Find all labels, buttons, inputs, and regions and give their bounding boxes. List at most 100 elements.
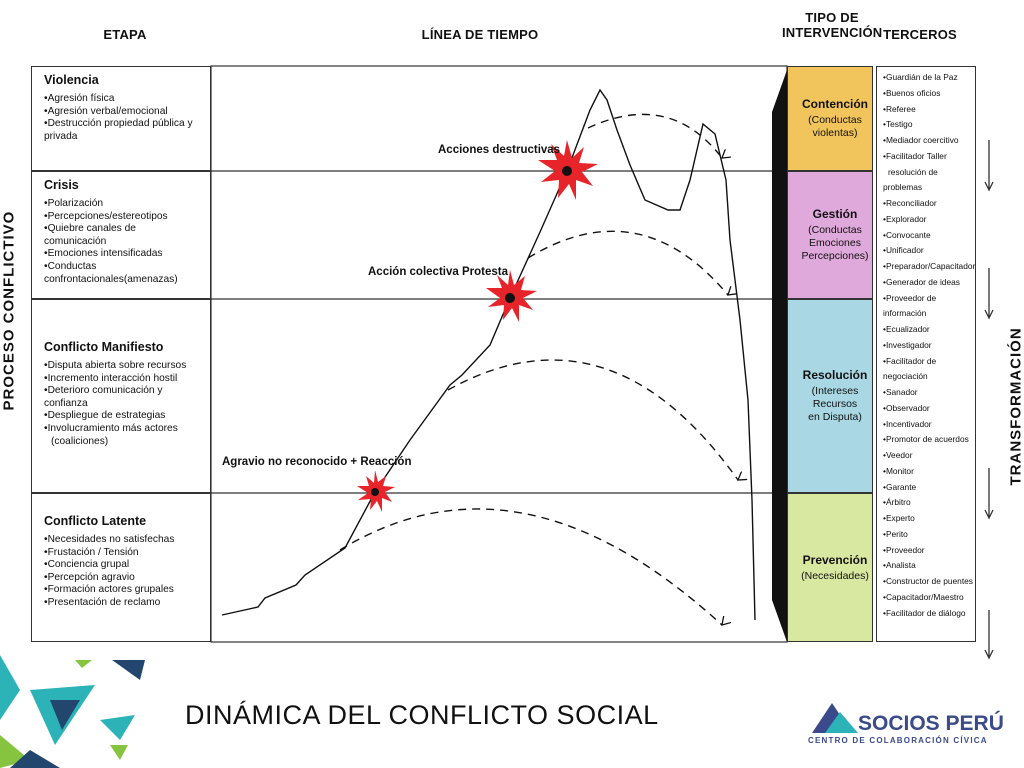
- stage-title: Conflicto Manifiesto: [44, 340, 164, 354]
- stage-item: Formación actores grupales: [44, 584, 200, 597]
- intervention-title: Prevención: [802, 552, 868, 567]
- stage-item: Quiebre canales de comunicación: [44, 223, 200, 248]
- stage-item: Percepciones/estereotipos: [44, 211, 200, 224]
- tercero-item: Convocante: [883, 228, 975, 244]
- tercero-item: Perito: [883, 527, 975, 543]
- tercero-item: Constructor de puentes: [883, 574, 975, 590]
- stage-item: Despliegue de estrategias: [44, 410, 200, 423]
- dashed-trajectory: [527, 230, 728, 295]
- intervention-desc: Recursos: [812, 398, 858, 410]
- logo-triangle: [10, 750, 60, 768]
- tercero-item: Proveedor: [883, 543, 975, 559]
- intervention-wedge: [772, 70, 787, 642]
- down-arrow-icon: [984, 268, 994, 320]
- header-tipo-line1: TIPO DE: [805, 10, 859, 25]
- stage-violencia: Violencia Agresión física Agresión verba…: [31, 66, 211, 171]
- logo-triangle: [0, 735, 30, 768]
- dashed-trajectory: [447, 359, 738, 480]
- intervention-desc: (Conductas: [808, 114, 862, 126]
- stage-conflicto-latente: Conflicto Latente Necesidades no satisfe…: [31, 493, 211, 642]
- tercero-item: Ecualizador: [883, 322, 975, 338]
- stage-title: Crisis: [44, 178, 79, 192]
- tercero-item: Facilitador de diálogo: [883, 606, 975, 622]
- stage-item: Destrucción propiedad pública y privada: [44, 118, 200, 143]
- logo-triangle: [50, 700, 80, 730]
- dashed-trajectory: [587, 113, 722, 158]
- intervention-desc: Emociones: [809, 237, 861, 249]
- intervention-desc: (Necesidades): [801, 569, 869, 582]
- tercero-item: Experto: [883, 511, 975, 527]
- header-tipo-intervencion: TIPO DE INTERVENCIÓN: [782, 10, 882, 40]
- stage-item: Necesidades no satisfechas: [44, 534, 200, 547]
- event-acciones-destructivas: Acciones destructivas: [438, 144, 561, 156]
- tercero-item: Investigador: [883, 338, 975, 354]
- tercero-item: Preparador/Capacitador: [883, 259, 975, 275]
- tercero-item: Generador de ideas: [883, 275, 975, 291]
- tercero-item: Garante: [883, 480, 975, 496]
- terceros-list: Guardián de la PazBuenos oficiosRefereeT…: [876, 66, 976, 642]
- tercero-item: Testigo: [883, 117, 975, 133]
- tercero-item: Capacitador/Maestro: [883, 590, 975, 606]
- tercero-item: Facilitador Taller: [883, 149, 975, 165]
- stage-item: Presentación de reclamo: [44, 597, 200, 610]
- tercero-item: Guardián de la Paz: [883, 70, 975, 86]
- stage-item: Emociones intensificadas: [44, 248, 200, 261]
- stage-item: (coaliciones): [51, 435, 109, 447]
- header-linea-de-tiempo: LÍNEA DE TIEMPO: [421, 27, 539, 42]
- stage-item: Frustación / Tensión: [44, 547, 200, 560]
- tercero-item: Unificador: [883, 243, 975, 259]
- axis-proceso-conflictivo: PROCESO CONFLICTIVO: [0, 210, 18, 411]
- intervention-prevencion: Prevención (Necesidades): [787, 493, 873, 642]
- intervention-title: Contención: [802, 97, 868, 111]
- tercero-item: Sanador: [883, 385, 975, 401]
- intervention-title: Gestión: [812, 207, 858, 221]
- intervention-contencion: Contención (Conductas violentas): [787, 66, 873, 171]
- tercero-item: Reconciliador: [883, 196, 975, 212]
- tercero-item: Observador: [883, 401, 975, 417]
- tercero-item: Proveedor de información: [883, 291, 975, 323]
- stage-item: Deterioro comunicación y confianza: [44, 385, 200, 410]
- intervention-desc: (Intereses: [811, 385, 859, 397]
- intervention-title: Resolución: [802, 368, 868, 382]
- stage-item: Polarización: [44, 198, 200, 211]
- intervention-resolucion: Resolución (Intereses Recursos en Disput…: [787, 299, 873, 493]
- tercero-item: resolución de problemas: [883, 166, 938, 193]
- logo-triangle: [30, 685, 95, 745]
- event-agravio: Agravio no reconocido + Reacción: [222, 456, 412, 468]
- down-arrow-icon: [984, 468, 994, 520]
- logo-triangle: [75, 660, 92, 668]
- logo-triangle: [0, 655, 20, 720]
- tercero-item: Referee: [883, 102, 975, 118]
- tercero-item: Promotor de acuerdos: [883, 432, 975, 448]
- tercero-item: Analista: [883, 558, 975, 574]
- header-terceros: TERCEROS: [883, 27, 957, 42]
- logo-subtitle: CENTRO DE COLABORACIÓN CÍVICA: [808, 736, 988, 745]
- logo-triangle: [112, 660, 145, 680]
- stage-item: Agresión física: [44, 93, 200, 106]
- stage-item: Conductas confrontacionales(amenazas): [44, 261, 200, 286]
- conflict-curve: [221, 88, 756, 621]
- intervention-gestion: Gestión (Conductas Emociones Percepcione…: [787, 171, 873, 299]
- intervention-desc: (Conductas: [808, 224, 862, 236]
- stage-item: Percepción agravio: [44, 572, 200, 585]
- tercero-item: Veedor: [883, 448, 975, 464]
- tercero-item: Buenos oficios: [883, 86, 975, 102]
- intervention-desc: en Disputa): [808, 411, 862, 423]
- stage-conflicto-manifiesto: Conflicto Manifiesto Disputa abierta sob…: [31, 299, 211, 493]
- event-accion-colectiva: Acción colectiva Protesta: [368, 266, 508, 278]
- logo-mountain-icon: [812, 703, 852, 733]
- axis-transformacion: TRANSFORMACIÓN: [1007, 327, 1024, 486]
- tercero-item: Monitor: [883, 464, 975, 480]
- intervention-desc: violentas): [812, 127, 858, 139]
- logo-name: SOCIOS PERÚ: [858, 712, 1004, 735]
- burst-center: [371, 488, 379, 496]
- logo-triangle: [110, 745, 128, 760]
- stage-item: Incremento interacción hostil: [44, 373, 200, 386]
- down-arrow-icon: [984, 610, 994, 660]
- tercero-item: Árbitro: [883, 495, 975, 511]
- down-arrow-icon: [984, 140, 994, 192]
- burst-center: [562, 166, 572, 176]
- dashed-trajectory: [339, 508, 722, 625]
- header-tipo-line2: INTERVENCIÓN: [782, 25, 883, 40]
- page-title: DINÁMICA DEL CONFLICTO SOCIAL: [185, 700, 659, 730]
